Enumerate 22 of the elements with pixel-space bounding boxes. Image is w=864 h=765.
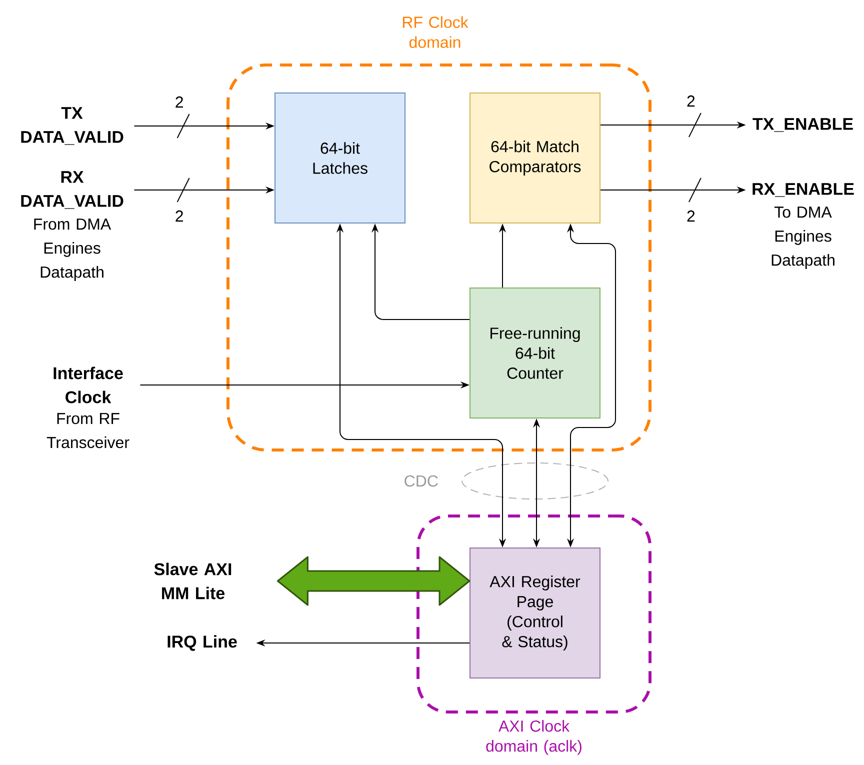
process-box: AXI Register Page (Control & Status) xyxy=(470,548,600,678)
edge-label: 2 xyxy=(687,95,695,107)
edge-label: 2 xyxy=(687,210,695,222)
signal-label: TX DATA_VALID xyxy=(21,107,124,145)
node-label: From DMA Engines Datapath xyxy=(34,218,112,281)
block-arrow xyxy=(276,556,470,606)
signal-label: TX_ENABLE xyxy=(752,118,853,132)
node-label: To DMA Engines Datapath xyxy=(772,206,834,269)
signal-label: Interface Clock xyxy=(54,366,123,404)
signal-label: RX DATA_VALID xyxy=(21,171,124,209)
signal-label: IRQ Line xyxy=(168,635,237,651)
node-label: RF Clock domain xyxy=(402,16,468,48)
signal-label: RX_ENABLE xyxy=(752,183,854,197)
node-label: From RF Transceiver xyxy=(46,412,130,448)
process-box: Free-running 64-bit Counter xyxy=(470,288,600,418)
node-label: AXI Clock domain (aclk) xyxy=(486,720,582,755)
edge-label: 2 xyxy=(176,210,183,222)
process-box: 64-bit Latches xyxy=(274,92,406,224)
region-label: CDC xyxy=(404,475,438,487)
signal-label: Slave AXI MM Lite xyxy=(154,562,232,600)
edge-label: 2 xyxy=(176,96,183,108)
process-box: 64-bit Match Comparators xyxy=(470,92,600,224)
